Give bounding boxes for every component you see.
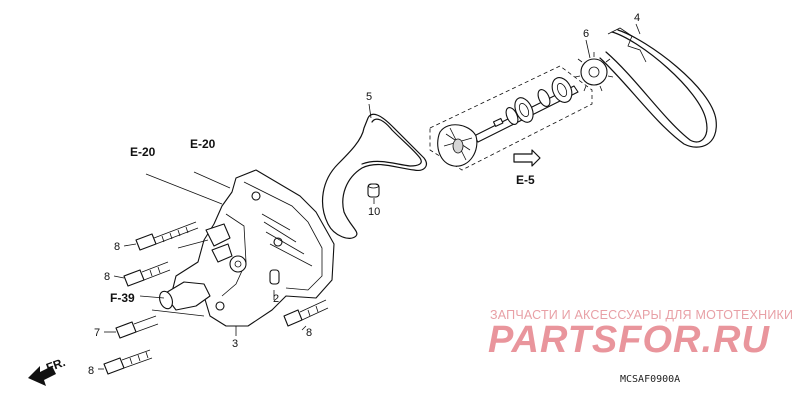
e5-reference-arrow: [513, 149, 541, 167]
callout-8-upper: 8: [114, 241, 120, 253]
dowel-cap[interactable]: [367, 183, 380, 198]
callout-2: 2: [273, 293, 279, 305]
reference-front: FR.: [44, 355, 67, 375]
front-direction-arrow: [28, 366, 56, 386]
callout-8-middle: 8: [104, 271, 110, 283]
watermark-tagline: ЗАПЧАСТИ И АКСЕССУАРЫ ДЛЯ МОТОТЕХНИКИ: [490, 308, 793, 322]
dowel-pin[interactable]: [269, 269, 280, 285]
reference-f39: F-39: [110, 291, 135, 305]
callout-3: 3: [232, 338, 238, 350]
water-pump-housing[interactable]: [157, 169, 335, 327]
callout-8-bottom: 8: [88, 365, 94, 377]
callout-8-right: 8: [306, 327, 312, 339]
reference-e20-left: E-20: [130, 145, 156, 159]
bolt-right[interactable]: [283, 299, 329, 327]
leader-lines: [98, 23, 641, 370]
water-pump-shaft-assembly[interactable]: [429, 65, 593, 171]
callout-6: 6: [583, 28, 589, 40]
cam-chain[interactable]: [599, 27, 717, 148]
bolt-lower-middle[interactable]: [115, 315, 159, 339]
bolt-upper-left[interactable]: [135, 221, 199, 251]
reference-e5: E-5: [516, 173, 535, 187]
bolt-middle-left[interactable]: [123, 261, 171, 287]
bolt-bottom[interactable]: [103, 349, 153, 375]
watermark-brand: PARTSFOR.RU: [488, 319, 770, 361]
callout-10: 10: [368, 206, 380, 218]
callout-7: 7: [94, 327, 100, 339]
reference-e20-right: E-20: [190, 137, 216, 151]
callout-4: 4: [634, 12, 640, 24]
diagram-code: MCSAF0900A: [620, 374, 680, 385]
pump-sprocket[interactable]: [574, 52, 614, 92]
pump-cover-o-ring[interactable]: [321, 113, 427, 239]
callout-5: 5: [366, 91, 372, 103]
